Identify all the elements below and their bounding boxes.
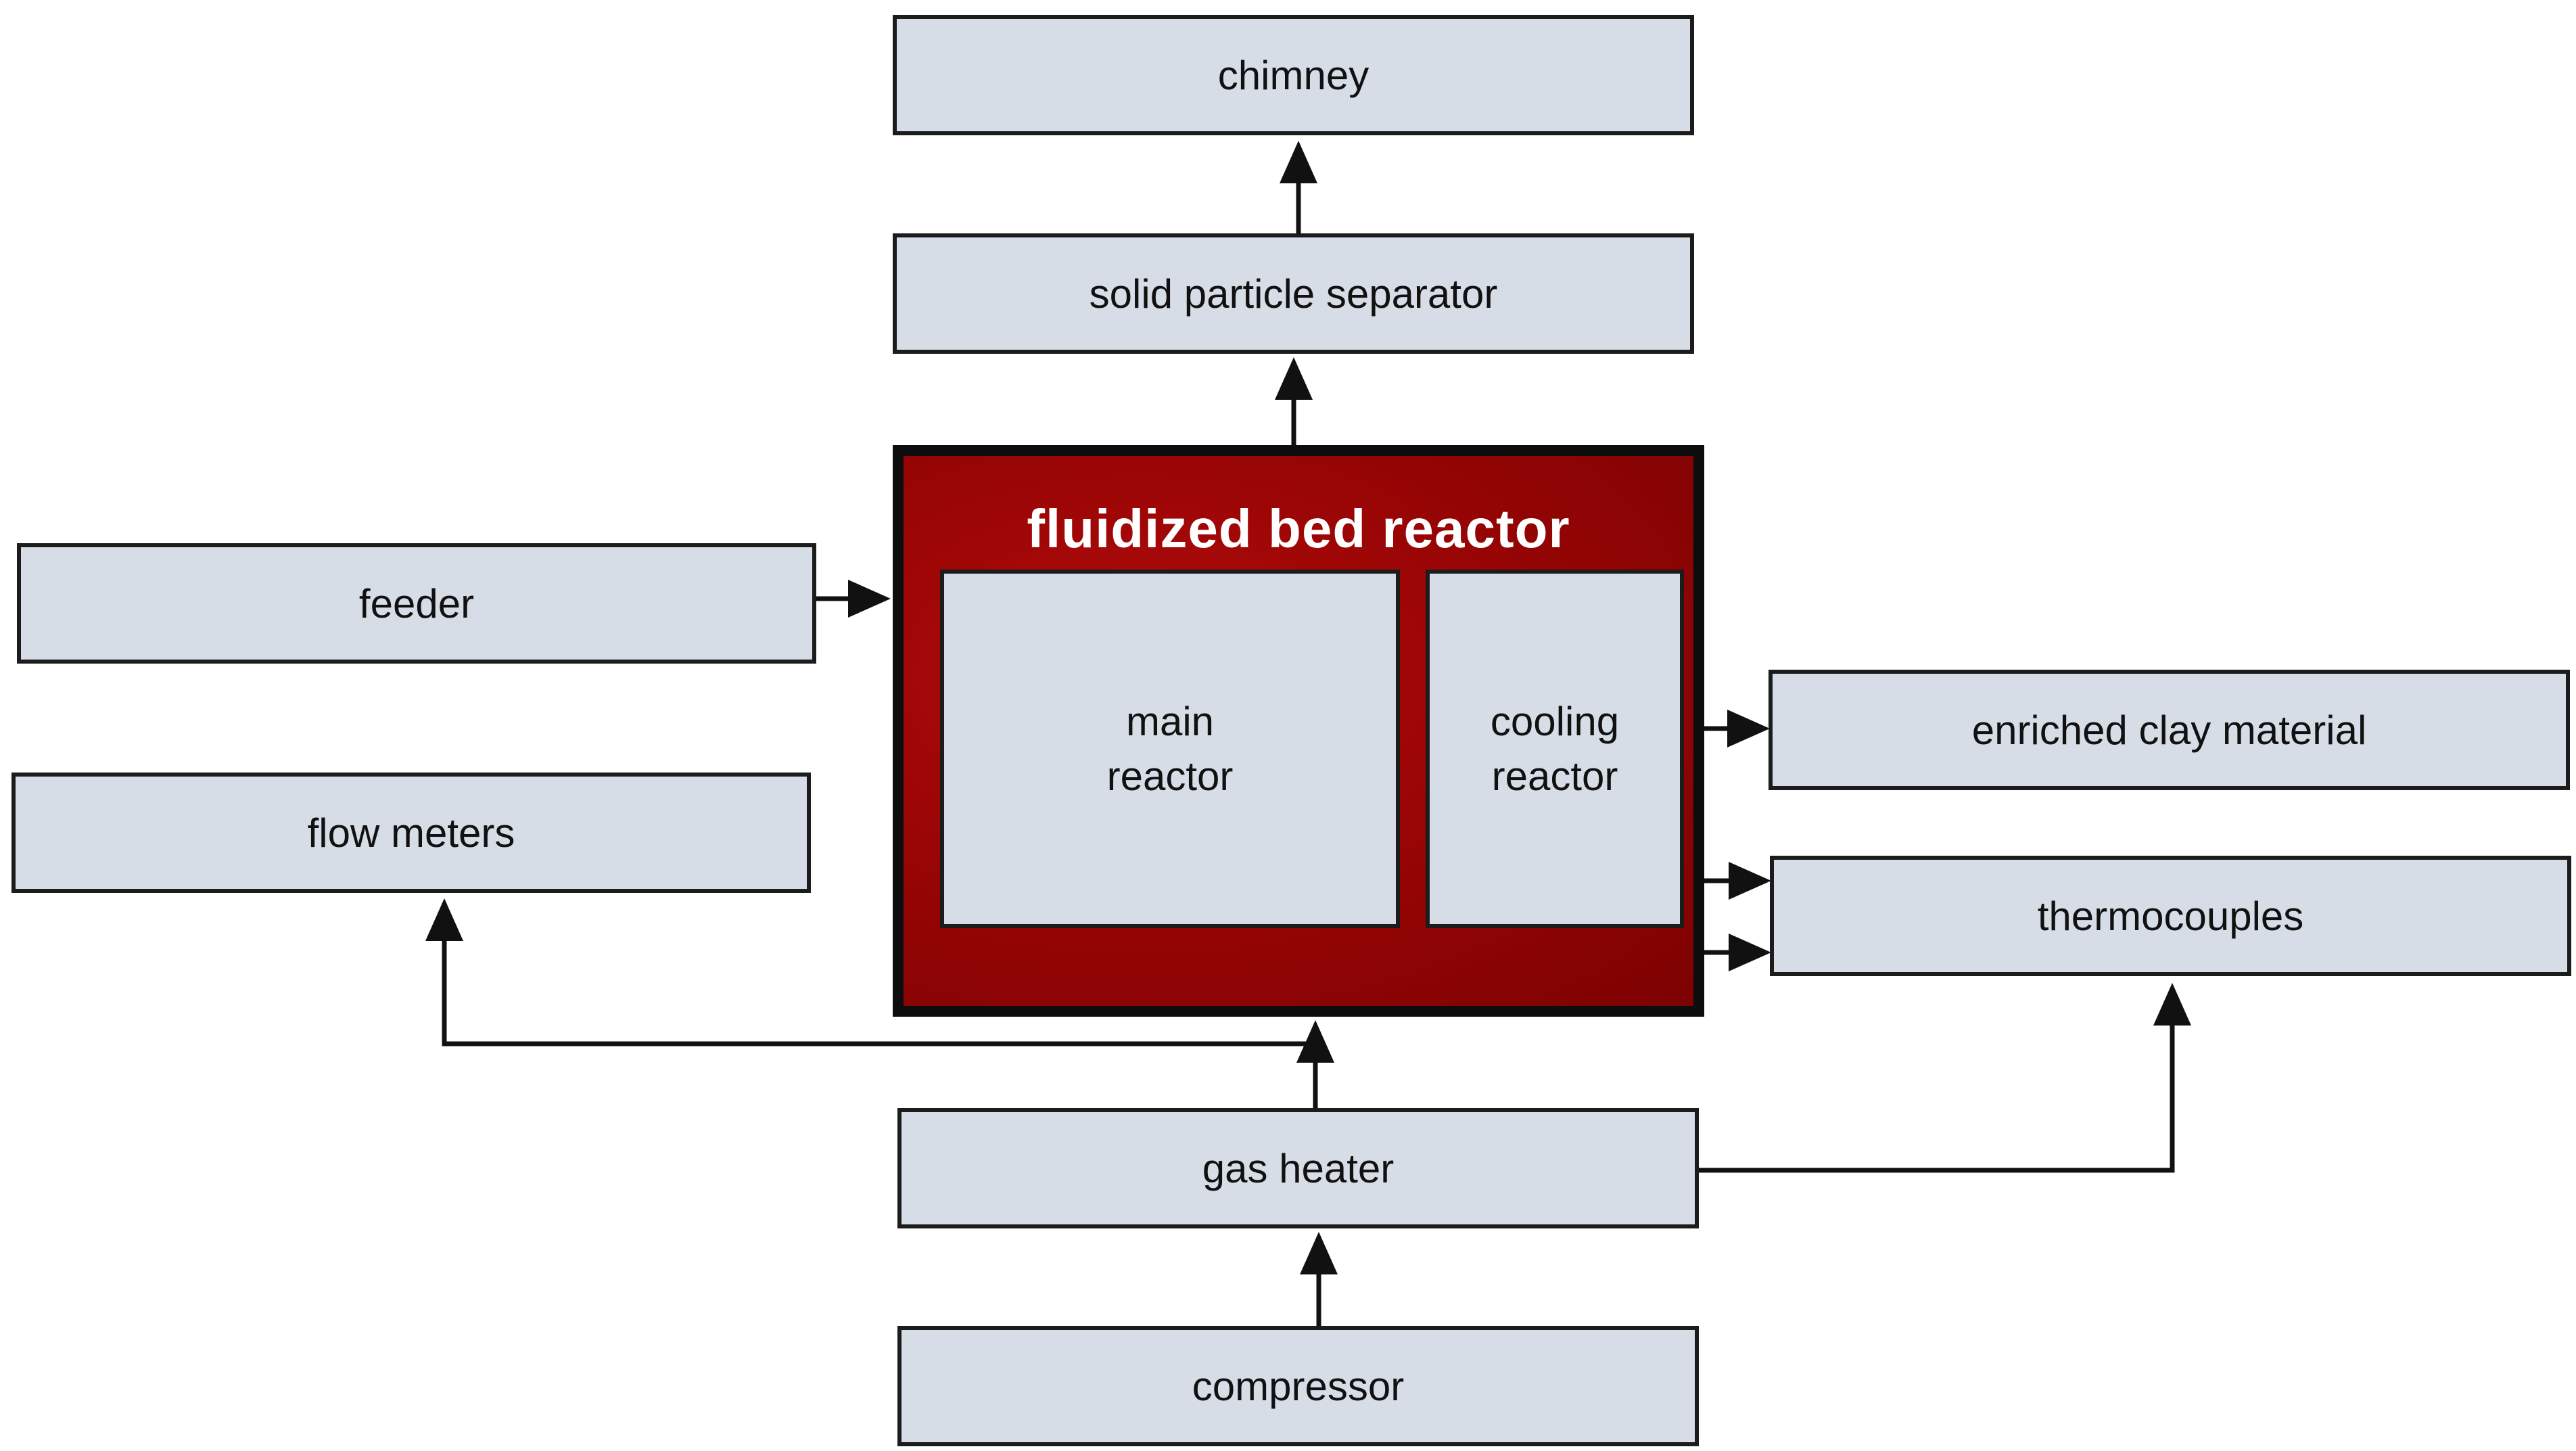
feeder-label: feeder	[358, 580, 475, 626]
main-reactor-label: main reactor	[1106, 699, 1234, 799]
separator-label: solid particle separator	[1089, 271, 1498, 317]
chimney-label: chimney	[1217, 52, 1369, 98]
edge-heater-to-thermocouples	[1697, 983, 2191, 1173]
flow-meters-box: flow meters	[11, 773, 811, 893]
separator-box: solid particle separator	[893, 233, 1694, 354]
gas-heater-label: gas heater	[1202, 1145, 1395, 1191]
compressor-label: compressor	[1192, 1363, 1405, 1409]
compressor-box: compressor	[897, 1326, 1699, 1446]
cooling-reactor-box: cooling reactor	[1426, 570, 1684, 928]
enriched-clay-box: enriched clay material	[1769, 670, 2570, 790]
main-reactor-box: main reactor	[940, 570, 1400, 928]
thermocouples-label: thermocouples	[2037, 893, 2304, 939]
cooling-reactor-label: cooling reactor	[1490, 699, 1620, 799]
gas-heater-box: gas heater	[897, 1108, 1699, 1228]
enriched-clay-label: enriched clay material	[1971, 707, 2367, 753]
flow-meters-label: flow meters	[307, 810, 515, 856]
fluidized-bed-reactor: fluidized bed reactor main reactor cooli…	[893, 445, 1704, 1017]
thermocouples-box: thermocouples	[1770, 856, 2571, 976]
reactor-title: fluidized bed reactor	[1027, 499, 1570, 559]
chimney-box: chimney	[893, 15, 1694, 135]
feeder-box: feeder	[17, 543, 816, 664]
